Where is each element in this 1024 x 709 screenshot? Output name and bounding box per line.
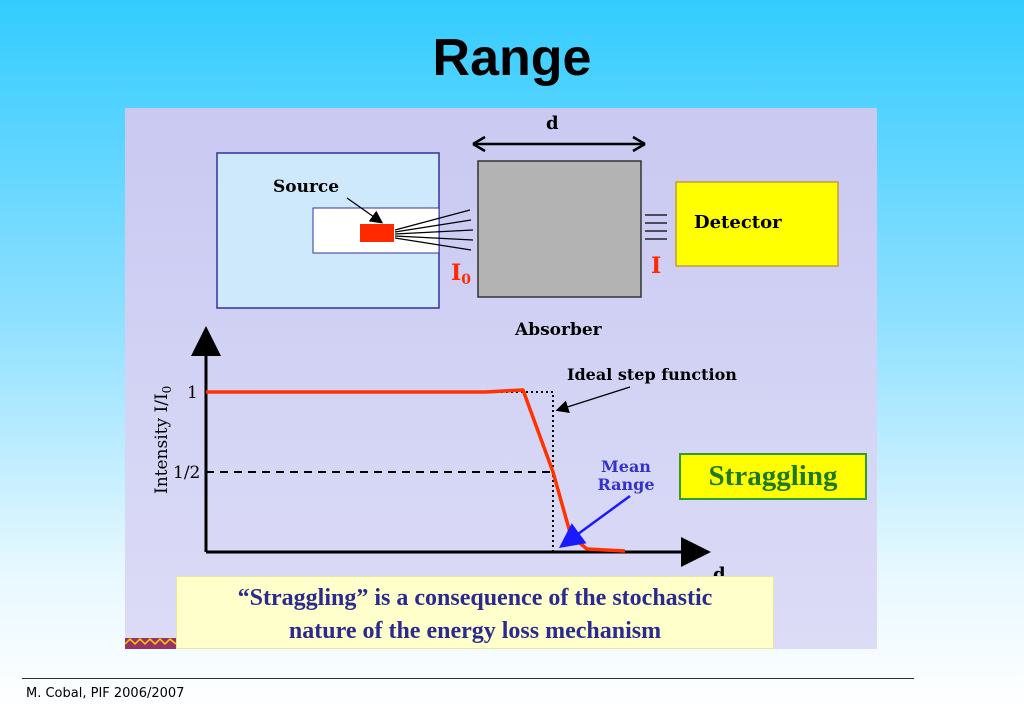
- i-label: I: [651, 253, 661, 279]
- tick-1: 1: [187, 383, 198, 403]
- footer-text: M. Cobal, PIF 2006/2007: [26, 686, 185, 701]
- range-figure: Source I0 Absorber d I Detector: [125, 108, 877, 649]
- slide-title: Range: [432, 29, 592, 87]
- ideal-step-label: Ideal step function: [567, 365, 737, 384]
- detector-label: Detector: [694, 212, 782, 233]
- mean-label-line1: Mean: [601, 457, 651, 476]
- mean-label-line2: Range: [597, 475, 654, 494]
- mean-range-arrow: [558, 494, 631, 548]
- absorber-label: Absorber: [514, 320, 603, 340]
- source-pointer-arrow: [346, 197, 384, 224]
- tick-half: 1/2: [173, 463, 200, 483]
- output-rays: [645, 214, 667, 240]
- intensity-curve: [206, 388, 626, 553]
- footer-divider: [22, 678, 914, 679]
- diagram-svg: Source I0 Absorber d I Detector: [125, 113, 839, 649]
- caption-box: “Straggling” is a consequence of the sto…: [176, 576, 774, 649]
- beam-rays: [394, 209, 474, 251]
- caption-line2: nature of the energy loss mechanism: [288, 618, 662, 644]
- source-label: Source: [273, 177, 339, 197]
- decorative-strip: [125, 638, 176, 649]
- ideal-step-arrow: [555, 386, 631, 414]
- caption-line1: “Straggling” is a consequence of the sto…: [237, 585, 713, 611]
- i0-label: I0: [451, 260, 471, 288]
- source-block: [360, 224, 394, 242]
- absorber-block: [477, 160, 642, 298]
- detector-box: [675, 181, 839, 267]
- y-axis-label: Intensity I/I0: [152, 386, 174, 494]
- d-label: d: [546, 113, 559, 134]
- straggling-box: Straggling: [679, 453, 867, 500]
